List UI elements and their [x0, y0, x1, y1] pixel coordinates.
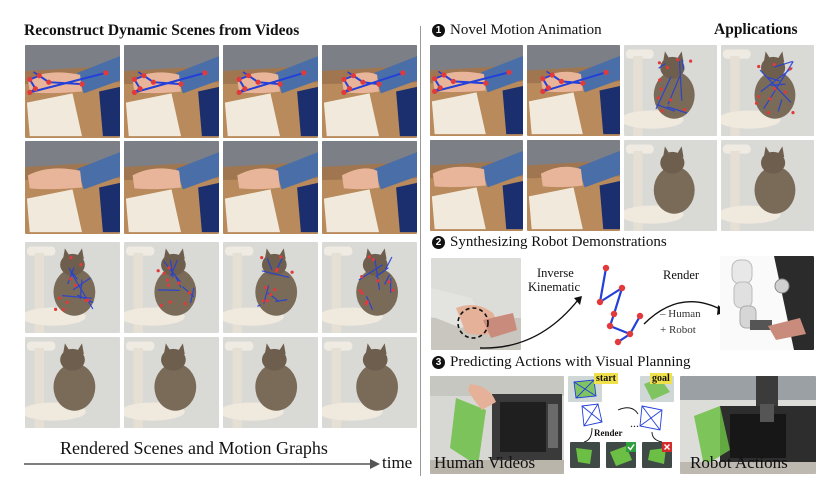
- cat-graph-frame-2: [124, 242, 219, 333]
- cat-render-frame-1: [25, 337, 120, 428]
- novel-motion-title-text: Novel Motion Animation: [450, 22, 602, 38]
- ik-label-line2: Kinematic: [528, 280, 580, 295]
- planning-render-label: Render: [594, 428, 623, 438]
- cat-render-frame-4: [322, 337, 417, 428]
- render-label: Render: [663, 268, 699, 283]
- applications-title: Applications: [714, 21, 798, 39]
- candidate-render-3: [642, 442, 672, 468]
- hand-render-frame-3: [223, 141, 318, 234]
- robot-demos-title: 2 Synthesizing Robot Demonstrations: [432, 234, 667, 251]
- section-number-1: 1: [432, 24, 445, 37]
- left-title: Reconstruct Dynamic Scenes from Videos: [24, 22, 299, 40]
- visual-planning-panel: start goal Render ...: [568, 376, 676, 474]
- candidate-render-2: [606, 442, 636, 468]
- legend-human: – Human: [660, 308, 701, 320]
- cat-render-frame-3: [223, 337, 318, 428]
- predicting-title: 3 Predicting Actions with Visual Planning: [432, 354, 690, 371]
- novel-hand-graph-1: [430, 45, 523, 136]
- time-arrow: [24, 456, 384, 472]
- hand-render-frame-4: [322, 141, 417, 234]
- cat-graph-frame-3: [223, 242, 318, 333]
- robot-render-photo: [720, 256, 814, 350]
- candidate-render-1: [570, 442, 600, 468]
- hand-graph-frame-3: [223, 45, 318, 138]
- legend-human-text: Human: [668, 308, 700, 320]
- hand-render-frame-2: [124, 141, 219, 234]
- novel-hand-render-2: [527, 140, 620, 231]
- time-label: time: [382, 453, 412, 473]
- planning-ellipsis: ...: [630, 416, 639, 431]
- novel-hand-graph-2: [527, 45, 620, 136]
- start-label: start: [594, 373, 618, 384]
- novel-cat-graph-2: [721, 45, 814, 136]
- robot-actions-label: Robot Actions: [690, 453, 788, 473]
- cat-graph-frame-4: [322, 242, 417, 333]
- goal-label: goal: [650, 373, 672, 384]
- legend-human-mark: –: [660, 308, 666, 320]
- panel-divider: [420, 26, 421, 476]
- section-number-2: 2: [432, 236, 445, 249]
- hand-graph-frame-2: [124, 45, 219, 138]
- human-videos-label: Human Videos: [434, 453, 535, 473]
- cat-graph-frame-1: [25, 242, 120, 333]
- legend-robot-text: Robot: [669, 324, 696, 336]
- cat-render-frame-2: [124, 337, 219, 428]
- novel-hand-render-1: [430, 140, 523, 231]
- novel-cat-render-2: [721, 140, 814, 231]
- hand-graph-frame-4: [322, 45, 417, 138]
- render-arrow: [640, 280, 730, 330]
- ik-label-line1: Inverse: [537, 266, 574, 281]
- legend-robot: + Robot: [660, 324, 696, 336]
- hand-render-frame-1: [25, 141, 120, 234]
- novel-cat-graph-1: [624, 45, 717, 136]
- section-number-3: 3: [432, 356, 445, 369]
- legend-robot-mark: +: [660, 324, 666, 336]
- robot-demos-title-text: Synthesizing Robot Demonstrations: [450, 234, 667, 250]
- novel-cat-render-1: [624, 140, 717, 231]
- novel-motion-title: 1 Novel Motion Animation: [432, 22, 602, 39]
- predicting-title-text: Predicting Actions with Visual Planning: [450, 354, 690, 370]
- hand-graph-frame-1: [25, 45, 120, 138]
